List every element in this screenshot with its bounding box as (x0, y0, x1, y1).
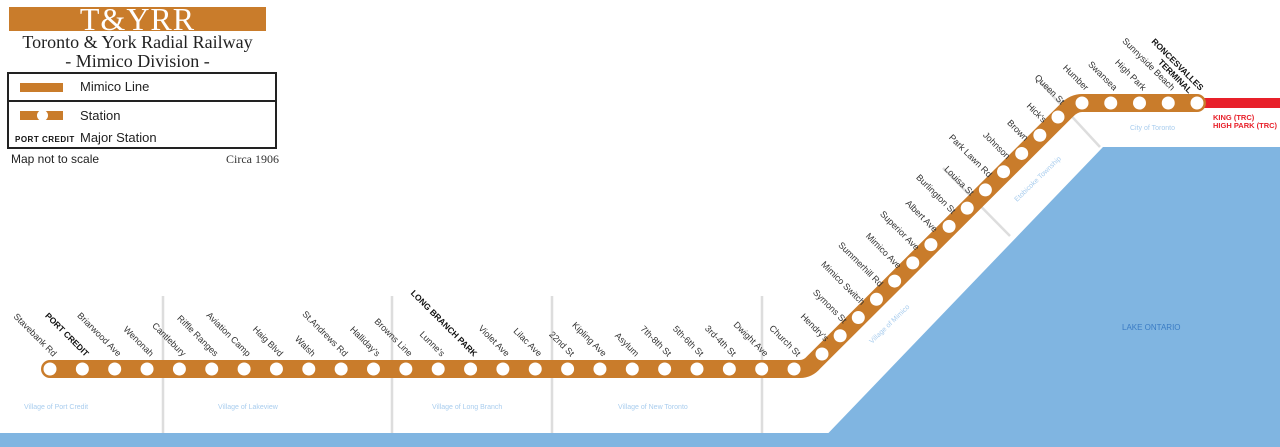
date-note: Circa 1906 (226, 152, 279, 166)
lake-shore-band (0, 433, 1280, 447)
station-dot-icon[interactable] (43, 362, 57, 376)
station-dot-icon[interactable] (1075, 96, 1089, 110)
station-dot-icon[interactable] (960, 201, 974, 215)
station-dot-icon[interactable] (787, 362, 801, 376)
station-dot-icon[interactable] (464, 362, 478, 376)
station-dot-icon[interactable] (140, 362, 154, 376)
legend-row-line: Mimico Line (9, 74, 275, 102)
station-label: Halliday's (348, 324, 382, 358)
station-dot-icon[interactable] (942, 219, 956, 233)
station-dot-icon[interactable] (625, 362, 639, 376)
station-label: 5th-6th St (671, 324, 706, 359)
station-dot-icon[interactable] (593, 362, 607, 376)
trc-connection-line (1200, 98, 1280, 108)
station-label: Mimico Ave (864, 231, 903, 270)
station-label: Albert Ave (904, 198, 940, 234)
logo-banner: T&YRR (9, 7, 266, 31)
map-title: Toronto & York Radial Railway (22, 32, 253, 52)
station-label: 7th-8th St (639, 324, 674, 359)
station-label: Dwight Ave (732, 320, 771, 359)
station-dot-icon[interactable] (367, 362, 380, 376)
station-label: Symons St (811, 287, 849, 325)
station-label: Kipling Ave (570, 320, 608, 358)
station-label: Violet Ave (476, 323, 511, 358)
station-dot-icon[interactable] (1161, 96, 1175, 110)
station-label: Church St (767, 323, 803, 359)
station-dot-icon[interactable] (1015, 146, 1029, 160)
station-swatch-icon (20, 110, 63, 121)
station-dot-icon[interactable] (528, 362, 542, 376)
station-label: Brown (1005, 118, 1030, 143)
station-label: Haig Blvd (251, 324, 285, 358)
station-label: Wenonah (122, 324, 156, 358)
region-lakeview: Village of Lakeview (218, 404, 279, 411)
station-dot-icon[interactable] (172, 362, 186, 376)
connection-high-park: HIGH PARK (TRC) (1213, 121, 1278, 130)
station-dot-icon[interactable] (851, 311, 865, 325)
legend-major-example: PORT CREDIT (15, 135, 75, 144)
station-label: Louisa St (942, 164, 976, 198)
connection-king: KING (TRC) (1213, 113, 1255, 122)
station-dot-icon[interactable] (431, 362, 445, 376)
station-dot-icon[interactable] (978, 183, 992, 197)
station-dot-icon[interactable] (302, 362, 316, 376)
station-dot-icon[interactable] (496, 362, 510, 376)
station-dot-icon[interactable] (561, 362, 575, 376)
station-label: Lunne's (418, 329, 448, 359)
station-dot-icon[interactable] (924, 238, 938, 252)
line-swatch-icon (20, 83, 63, 92)
station-dot-icon[interactable] (237, 362, 251, 376)
legend-major-label: Major Station (80, 130, 157, 145)
station-label: Lilac Ave (511, 326, 543, 358)
station-dot-icon[interactable] (1104, 96, 1118, 110)
station-dot-icon[interactable] (75, 362, 89, 376)
station-dot-icon[interactable] (1051, 110, 1065, 124)
station-dot-icon[interactable] (1133, 96, 1146, 110)
legend-station-label: Station (80, 108, 121, 123)
station-dot-icon[interactable] (755, 362, 769, 376)
station-dot-icon[interactable] (108, 362, 122, 376)
station-dot-icon[interactable] (205, 362, 219, 376)
station-label: 3rd-4th St (703, 323, 738, 358)
lake-label: LAKE ONTARIO (1122, 323, 1181, 332)
station-dot-icon[interactable] (869, 292, 883, 306)
station-dot-icon[interactable] (690, 362, 704, 376)
station-dot-icon[interactable] (888, 274, 902, 288)
station-dot-icon[interactable] (722, 362, 736, 376)
station-dot-icon[interactable] (997, 165, 1011, 179)
station-label: Walsh (293, 334, 318, 359)
station-label: Humber (1061, 63, 1091, 93)
scale-note: Map not to scale (11, 152, 100, 166)
station-dot-icon[interactable] (334, 362, 348, 376)
station-dot-icon[interactable] (269, 362, 283, 376)
legend: Mimico Line Station PORT CREDIT Major St… (7, 72, 277, 149)
station-dot-icon[interactable] (1190, 96, 1204, 110)
lake-ontario (815, 147, 1280, 447)
station-dot-icon[interactable] (833, 329, 847, 343)
region-port-credit: Village of Port Credit (24, 404, 88, 411)
map-subtitle: - Mimico Division - (65, 51, 210, 71)
station-dot-icon[interactable] (906, 256, 920, 270)
station-dot-icon[interactable] (399, 362, 413, 376)
region-new-toronto: Village of New Toronto (618, 404, 688, 411)
region-long-branch: Village of Long Branch (432, 404, 502, 411)
station-label: Hendry's (799, 311, 831, 343)
station-label: Johnson (981, 130, 1012, 161)
legend-line-label: Mimico Line (80, 79, 150, 94)
station-label: Asylum (613, 330, 641, 358)
station-dot-icon[interactable] (815, 347, 829, 361)
station-label: Queen St (1033, 72, 1067, 106)
station-dot-icon[interactable] (1033, 128, 1047, 142)
region-toronto: City of Toronto (1130, 125, 1175, 132)
station-dot-icon[interactable] (658, 362, 672, 376)
